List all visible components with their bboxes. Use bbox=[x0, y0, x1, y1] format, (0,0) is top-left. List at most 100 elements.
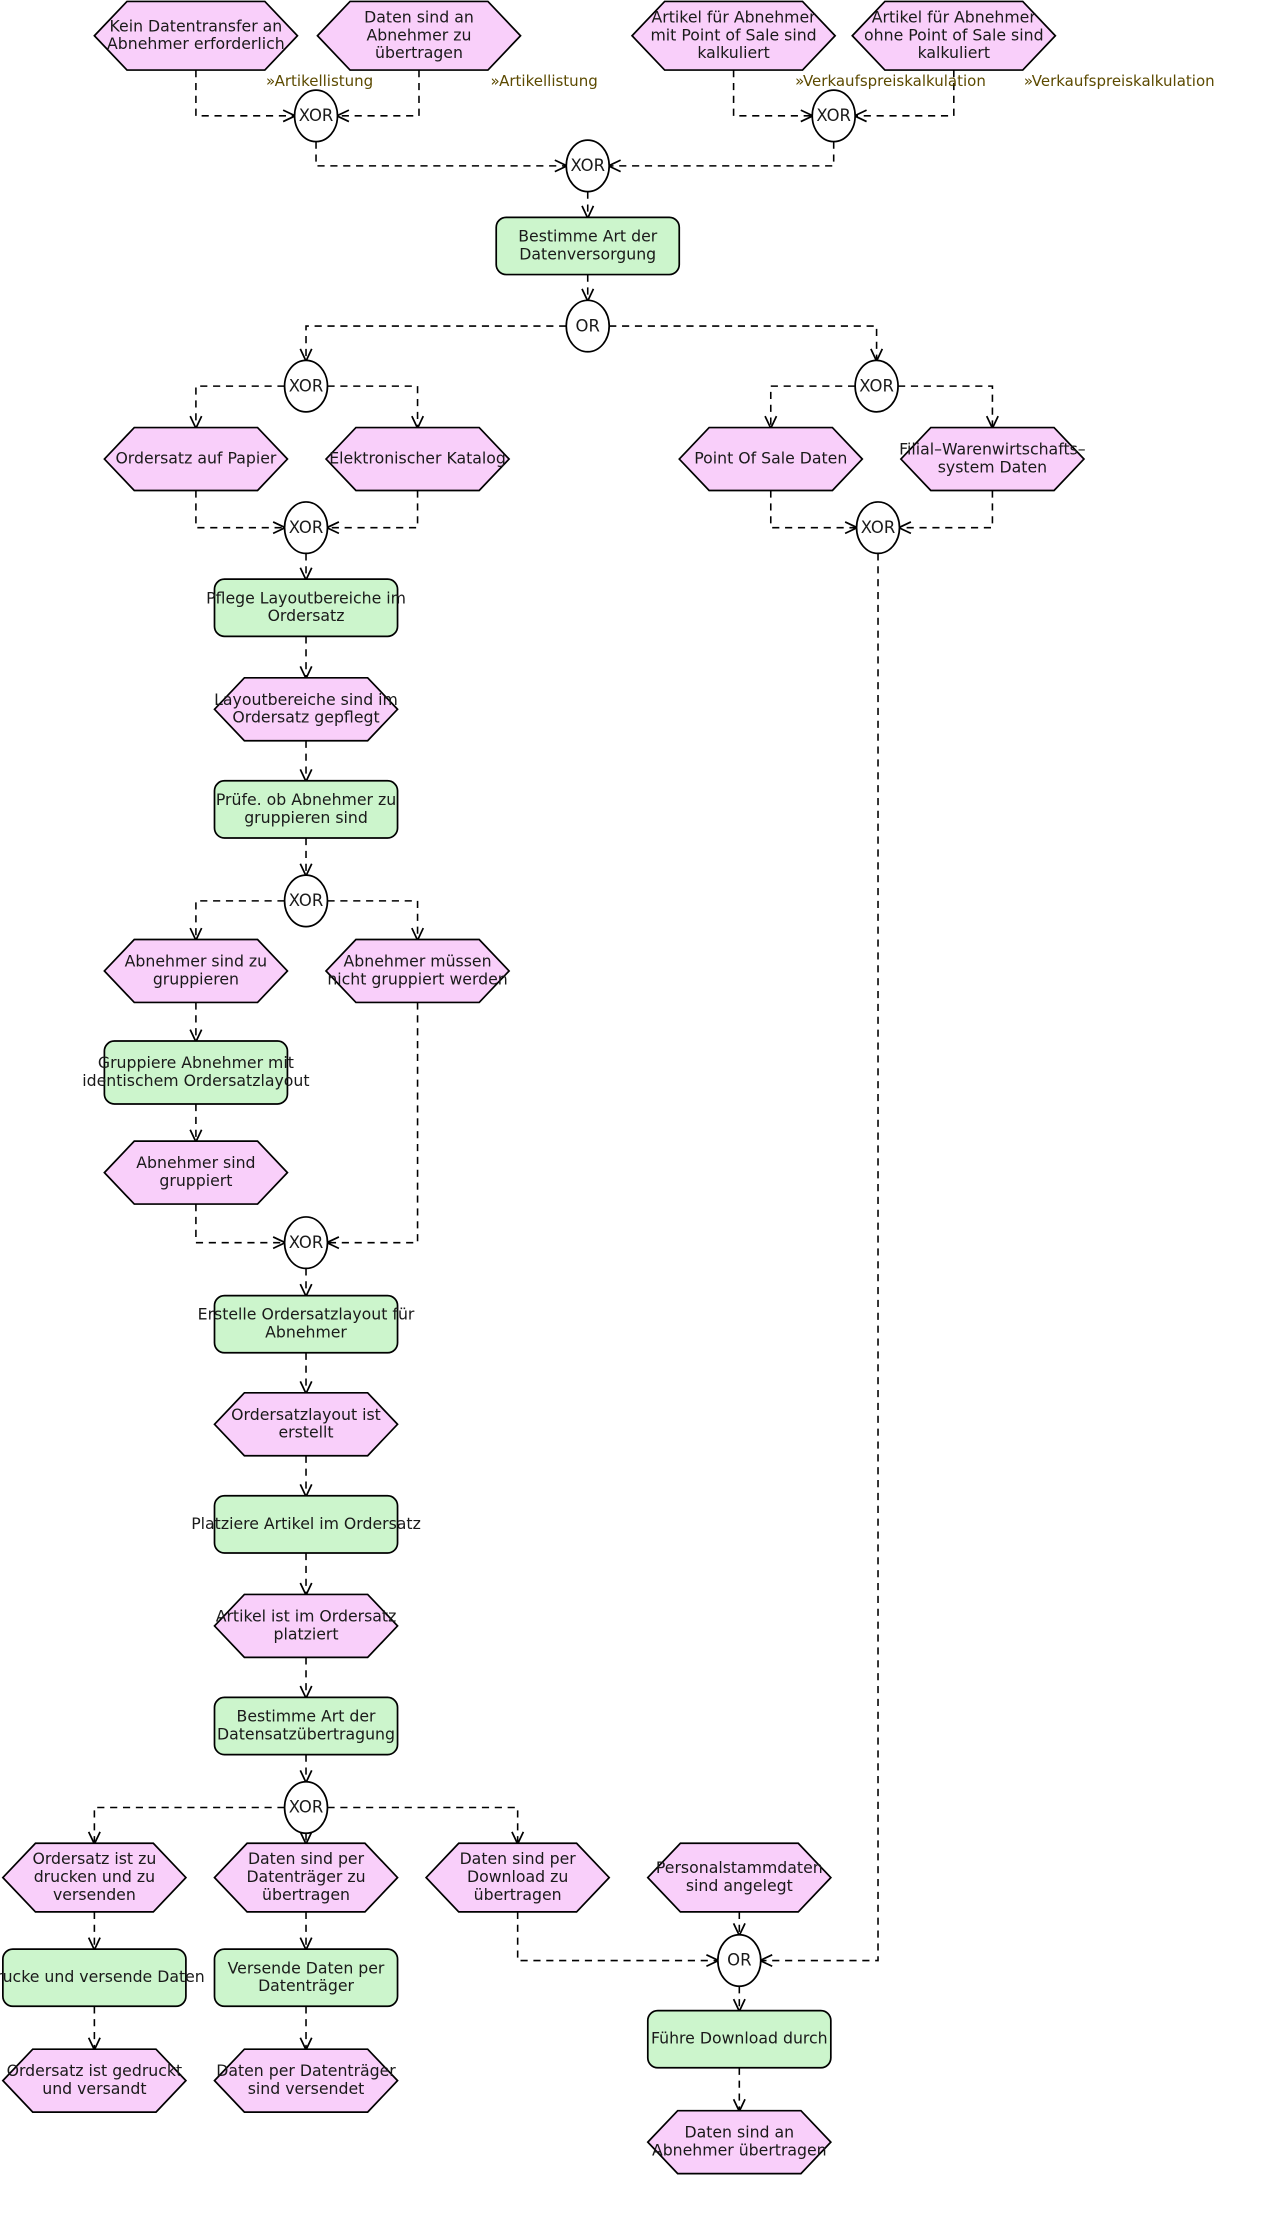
node-connector-x5[interactable]: XOR bbox=[854, 359, 899, 413]
event-hexagon bbox=[213, 2048, 399, 2113]
node-connector-x4[interactable]: XOR bbox=[283, 359, 329, 413]
event-label-line: Personalstammdaten bbox=[656, 1858, 823, 1877]
process-link-label[interactable]: »Verkaufspreiskalkulation bbox=[1024, 72, 1215, 90]
connector-circle bbox=[565, 299, 611, 353]
function-label-line: identischem Ordersatzlayout bbox=[82, 1071, 309, 1090]
function-label-line: Pflege Layoutbereiche im bbox=[206, 588, 406, 607]
node-connector-x10[interactable]: XOR bbox=[283, 1780, 329, 1835]
connector-label: XOR bbox=[289, 1233, 324, 1252]
event-label-line: Daten sind per bbox=[248, 1849, 365, 1868]
process-links-layer: »Artikellistung »Artikellistung »Verkaufsp… bbox=[266, 72, 1215, 90]
node-function-f6[interactable]: Platziere Artikel im Ordersatz bbox=[191, 1494, 421, 1554]
function-box bbox=[213, 1294, 399, 1354]
event-label-line: Download zu bbox=[467, 1867, 568, 1886]
event-label-line: Abnehmer erforderlich bbox=[107, 34, 285, 53]
node-event-e8[interactable]: Filial–Warenwirtschafts–system Daten bbox=[899, 426, 1086, 492]
edge-e5-to-x6 bbox=[195, 490, 288, 535]
connector-label: XOR bbox=[299, 106, 334, 125]
connector-label: XOR bbox=[289, 518, 324, 537]
event-hexagon bbox=[678, 426, 864, 492]
connector-circle bbox=[855, 501, 901, 555]
edge-o1-to-x5 bbox=[609, 325, 884, 364]
event-label-line: Daten sind per bbox=[460, 1849, 577, 1868]
process-link-label[interactable]: »Artikellistung bbox=[490, 72, 597, 90]
function-label-line: Datenträger bbox=[258, 1976, 354, 1995]
edge-x7-to-o2 bbox=[758, 553, 879, 1968]
edge-e11-to-x9 bbox=[324, 1002, 419, 1250]
event-label-line: Ordersatzlayout ist bbox=[231, 1405, 381, 1424]
event-label-line: Artikel für Abnehmer bbox=[872, 7, 1037, 26]
edge-e3-to-x2 bbox=[732, 70, 815, 123]
event-label-line: system Daten bbox=[938, 457, 1047, 476]
connector-circle bbox=[565, 139, 611, 193]
event-label-line: Datenträger zu bbox=[246, 1867, 365, 1886]
event-hexagon bbox=[646, 1842, 833, 1913]
node-connector-x7[interactable]: XOR bbox=[855, 501, 901, 555]
event-label-line: Ordersatz gepflegt bbox=[232, 708, 379, 727]
event-label-line: kalkuliert bbox=[697, 43, 769, 62]
node-connector-o2[interactable]: OR bbox=[717, 1933, 762, 1988]
connector-circle bbox=[283, 1216, 329, 1270]
node-connector-x1[interactable]: XOR bbox=[293, 89, 339, 143]
connector-label: XOR bbox=[861, 518, 896, 537]
node-function-f8[interactable]: Drucke und versende Daten bbox=[0, 1948, 205, 2008]
connector-label: OR bbox=[727, 1951, 751, 1970]
function-label-line: Bestimme Art der bbox=[237, 1707, 376, 1726]
node-function-f10[interactable]: Führe Download durch bbox=[646, 2009, 832, 2069]
event-label-line: Abnehmer zu bbox=[366, 25, 471, 44]
function-label-line: Datenversorgung bbox=[519, 244, 656, 263]
event-label-line: erstellt bbox=[278, 1423, 333, 1442]
node-event-e7[interactable]: Point Of Sale Daten bbox=[678, 426, 864, 492]
node-connector-x6[interactable]: XOR bbox=[283, 501, 329, 555]
event-hexagon bbox=[213, 1391, 399, 1457]
node-event-e6[interactable]: Elektronischer Katalog bbox=[324, 426, 511, 492]
event-label-line: Point Of Sale Daten bbox=[694, 449, 847, 468]
node-connector-x2[interactable]: XOR bbox=[811, 89, 856, 143]
function-label-line: Ordersatz bbox=[268, 606, 345, 625]
process-link-label[interactable]: »Verkaufspreiskalkulation bbox=[795, 72, 986, 90]
event-label-line: Layoutbereiche sind im bbox=[214, 690, 398, 709]
process-link-label[interactable]: »Artikellistung bbox=[266, 72, 373, 90]
event-hexagon bbox=[1, 1842, 188, 1913]
edge-e6-to-x6 bbox=[324, 490, 419, 535]
connector-label: XOR bbox=[859, 376, 894, 395]
node-event-e5[interactable]: Ordersatz auf Papier bbox=[103, 426, 289, 492]
function-label-line: Datensatzübertragung bbox=[217, 1724, 395, 1743]
event-hexagon bbox=[1, 2048, 188, 2113]
event-label-line: und versandt bbox=[42, 2079, 146, 2098]
event-hexagon bbox=[646, 2109, 833, 2175]
function-label-line: gruppieren sind bbox=[244, 808, 368, 827]
event-label-line: gruppiert bbox=[159, 1171, 232, 1190]
event-hexagon bbox=[103, 1140, 289, 1205]
node-connector-o1[interactable]: OR bbox=[565, 299, 611, 353]
node-connector-x9[interactable]: XOR bbox=[283, 1216, 329, 1270]
node-connector-x3[interactable]: XOR bbox=[565, 139, 611, 193]
event-label-line: übertragen bbox=[262, 1885, 350, 1904]
edge-x5-to-e7 bbox=[764, 385, 856, 431]
node-connector-x8[interactable]: XOR bbox=[283, 874, 329, 928]
